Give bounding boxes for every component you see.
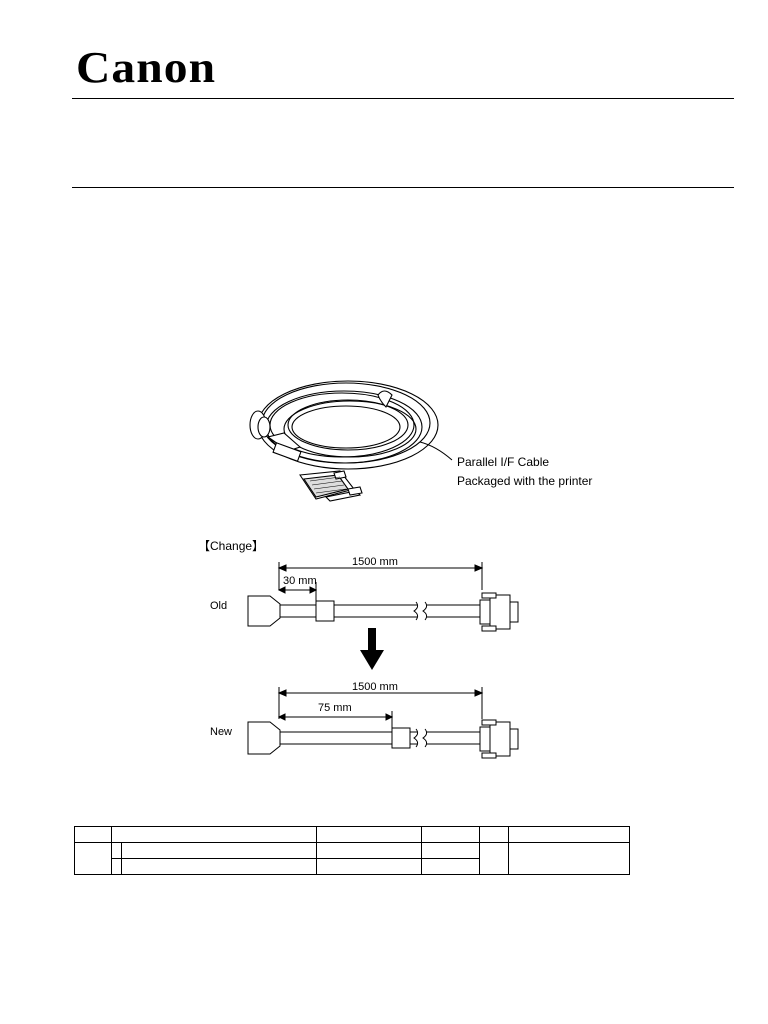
table-cell xyxy=(508,842,630,875)
table-cell xyxy=(121,858,317,875)
table-cell xyxy=(421,858,481,875)
table-cell xyxy=(315,858,423,875)
table-cell xyxy=(74,826,112,843)
change-arrow-icon xyxy=(360,628,384,670)
old-core-distance: 30 mm xyxy=(283,575,317,587)
coiled-cable-illustration xyxy=(249,380,439,502)
table-cell xyxy=(479,826,510,843)
new-total-length: 1500 mm xyxy=(352,681,398,693)
figure-caption-line2: Packaged with the printer xyxy=(457,474,593,488)
header-divider-top xyxy=(72,98,734,99)
new-core-distance: 75 mm xyxy=(318,702,352,714)
figure-caption-line1: Parallel I/F Cable xyxy=(457,455,550,469)
table-cell xyxy=(121,842,317,859)
table-cell xyxy=(421,826,481,843)
old-label: Old xyxy=(210,600,228,612)
new-cable-diagram xyxy=(247,687,519,759)
table-cell xyxy=(508,826,630,843)
change-section-label: 【Change】 xyxy=(198,539,265,553)
table-row xyxy=(74,842,630,875)
old-cable-diagram xyxy=(247,562,519,632)
header-divider-bottom xyxy=(72,187,734,188)
caption-leader-line xyxy=(419,441,453,461)
new-label: New xyxy=(210,726,233,738)
table-cell xyxy=(110,842,123,859)
brand-name: Canon xyxy=(76,43,217,92)
old-total-length: 1500 mm xyxy=(352,556,398,568)
table-cell xyxy=(315,842,423,859)
table-cell xyxy=(110,826,317,843)
table-cell xyxy=(110,858,123,875)
parts-table xyxy=(74,826,630,875)
table-header-row xyxy=(74,826,630,843)
table-cell xyxy=(479,842,510,875)
table-row xyxy=(75,858,630,875)
table-cell xyxy=(421,842,481,859)
canon-logo: Canon xyxy=(76,42,216,93)
table-cell xyxy=(315,826,423,843)
table-cell xyxy=(74,842,112,875)
